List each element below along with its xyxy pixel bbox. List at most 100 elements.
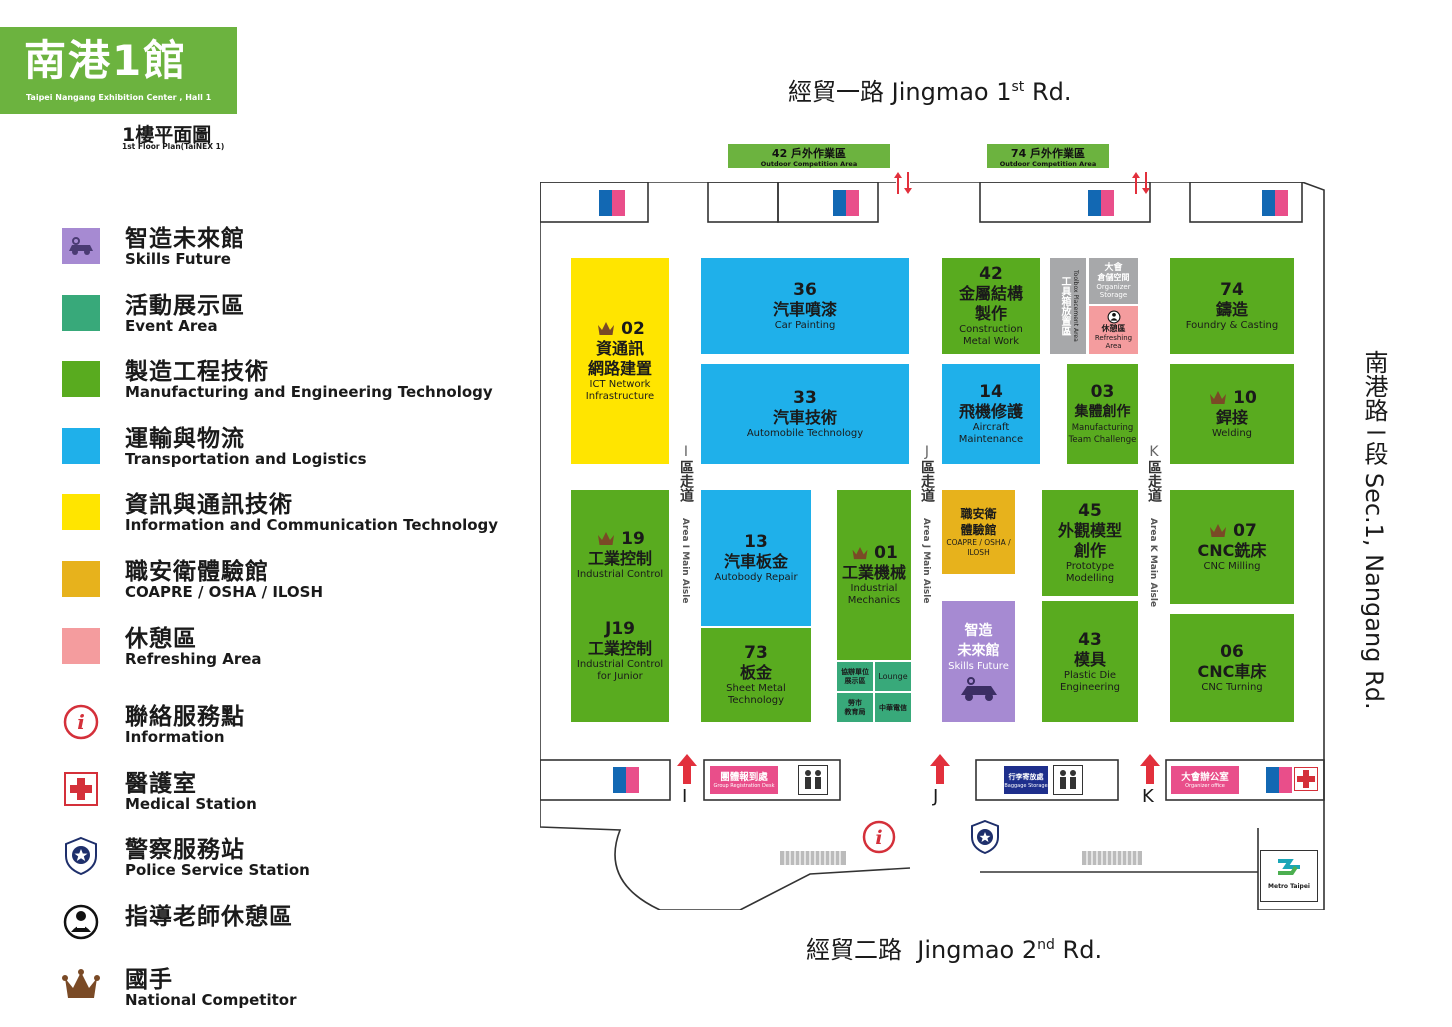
police-badge-icon[interactable] (970, 820, 1000, 854)
legend-transportation: 運輸與物流 Transportation and Logistics (62, 425, 502, 475)
booth-number: 73 (744, 643, 768, 663)
skills-future-icon (62, 228, 100, 264)
road-top-zh: 經貿一路 (788, 78, 884, 106)
booth-number: 01 (874, 543, 898, 563)
booth-43-plastic-die-engineering[interactable]: 43 模具 Plastic Die Engineering (1042, 601, 1138, 722)
legend-label-zh: 資訊與通訊技術 (125, 492, 293, 518)
legend-manufacturing: 製造工程技術 Manufacturing and Engineering Tec… (62, 358, 502, 408)
booth-number: 43 (1078, 629, 1102, 650)
aisle-zh: 區走道 (1146, 460, 1162, 502)
info-icon[interactable]: i (862, 820, 896, 854)
toolbox-placement-area[interactable]: 工具箱放置區 Toolbox Placement Area (1050, 258, 1086, 354)
booth-13-autobody-repair[interactable]: 13 汽車板金 Autobody Repair (701, 490, 811, 626)
aisle-k-label: K 區走道 (1144, 444, 1164, 502)
booth-45-prototype-modelling[interactable]: 45 外觀模型 創作 Prototype Modelling (1042, 490, 1138, 596)
legend-label-en: Transportation and Logistics (125, 450, 367, 468)
legend-information: i 聯絡服務點 Information (62, 703, 502, 753)
booth-coapre-osha-ilosh[interactable]: 職安衛 體驗館 COAPRE / OSHA / ILOSH (942, 490, 1015, 574)
booth-06-cnc-turning[interactable]: 06 CNC車床 CNC Turning (1170, 614, 1294, 722)
booth-name-en: Modelling (1065, 573, 1115, 584)
group-registration-desk[interactable]: 團體報到處 Group Registration Desk (710, 766, 778, 794)
outdoor-area-74[interactable]: 74 戶外作業區 Outdoor Competition Area (987, 144, 1109, 168)
booth-name-en: Industrial Control (576, 568, 664, 580)
booth-number: J19 (605, 619, 635, 640)
info-icon: i (63, 704, 99, 740)
booth-name-zh: 未來館 (957, 642, 1000, 659)
booth-name-zh: 製作 (974, 304, 1007, 323)
medical-cross-icon (64, 772, 98, 806)
legend-label-en: Medical Station (125, 795, 257, 813)
event-area-partners[interactable]: 協辦單位 展示區 (837, 662, 873, 691)
crown-icon (598, 531, 615, 545)
baggage-storage[interactable]: 行李寄放處 Baggage Storage (1004, 766, 1048, 794)
booth-name-zh: 汽車板金 (723, 552, 788, 571)
legend-label-zh: 聯絡服務點 (125, 704, 245, 730)
entrance-label-i: I (682, 786, 688, 807)
booth-name-zh: 工業控制 (587, 639, 652, 659)
legend-label-en: Police Service Station (125, 861, 310, 879)
booth-name-zh: 外觀模型 (1057, 521, 1122, 540)
legend-label-zh: 國手 (125, 967, 173, 993)
crown-icon (852, 546, 868, 559)
booth-74-foundry-casting[interactable]: 74 鑄造 Foundry & Casting (1170, 258, 1294, 354)
outdoor-area-42[interactable]: 42 戶外作業區 Outdoor Competition Area (728, 144, 890, 168)
floor-map: I J K 團體報到處 Group Registration Desk 行李寄放… (540, 172, 1326, 910)
booth-07-cnc-milling[interactable]: 07 CNC銑床 CNC Milling (1170, 490, 1294, 604)
medical-cross-icon (1294, 767, 1318, 791)
booth-skills-future[interactable]: 智造 未來館 Skills Future (942, 601, 1015, 722)
booth-03-manufacturing-team-challenge[interactable]: 03 集體創作 Manufacturing Team Challenge (1067, 364, 1138, 464)
event-area-swatch (62, 295, 100, 331)
booth-02-ict-network[interactable]: 02 資通訊 網路建置 ICT Network Infrastructure (571, 258, 669, 464)
restroom-icon (1262, 190, 1288, 216)
legend-event-area: 活動展示區 Event Area (62, 292, 502, 342)
booth-number: 33 (793, 388, 817, 408)
booth-j19-block: J19 工業控制 Industrial Control for Junior (577, 619, 663, 683)
booth-name-en: Foundry & Casting (1185, 320, 1279, 331)
booth-name-en: Prototype (1065, 561, 1115, 572)
legend-label-zh: 智造未來館 (125, 226, 245, 252)
aisle-zh: 區走道 (919, 460, 935, 502)
event-area-lounge[interactable]: Lounge (875, 662, 911, 691)
metro-station[interactable]: Metro Taipei (1260, 850, 1318, 902)
hall-subtitle: Taipei Nangang Exhibition Center , Hall … (26, 93, 212, 102)
aisle-i-label: I 區走道 (676, 444, 696, 502)
event-zh: 中華電信 (879, 703, 907, 712)
booth-10-welding[interactable]: 10 銲接 Welding (1170, 364, 1294, 464)
floor-outline (540, 182, 1325, 910)
event-en: Lounge (878, 672, 908, 681)
booth-name-en: Autobody Repair (714, 572, 798, 583)
group-desk-zh: 團體報到處 (720, 771, 768, 783)
police-badge-icon (65, 836, 97, 876)
legend-label-zh: 休憩區 (125, 626, 197, 652)
booth-name-en: CNC Milling (1203, 561, 1261, 572)
event-area-education[interactable]: 勞市 教育局 (837, 693, 873, 722)
booth-name-en: Engineering (1060, 681, 1120, 693)
hall-title: 南港1館 (24, 36, 188, 85)
booth-name-en: Mechanics (847, 595, 901, 606)
booth-33-automobile-technology[interactable]: 33 汽車技術 Automobile Technology (701, 364, 909, 464)
booth-number: 06 (1220, 642, 1244, 662)
road-nangang: 南港路ㄧ段 Sec.1, Nangang Rd. (1360, 350, 1388, 710)
road-top-suffix: Rd. (1031, 78, 1072, 106)
booth-14-aircraft-maintenance[interactable]: 14 飛機修護 Aircraft Maintenance (942, 364, 1040, 464)
booth-number: 74 (1220, 280, 1244, 300)
booth-73-sheet-metal[interactable]: 73 板金 Sheet Metal Technology (701, 628, 811, 722)
organizer-storage[interactable]: 大會 倉儲空間 Organizer Storage (1089, 258, 1138, 304)
booth-name-zh: 職安衛 (960, 507, 997, 521)
teacher-refreshing-area[interactable]: 休憩區 Refreshing Area (1089, 306, 1138, 354)
booth-number-row: 19 (577, 529, 663, 549)
event-area-chunghwa[interactable]: 中華電信 (875, 693, 911, 722)
booth-name-en: for Junior (597, 671, 643, 683)
booth-name-en: ICT Network (589, 379, 651, 390)
booth-name-en: Manufacturing (1071, 423, 1134, 433)
booth-01-industrial-mechanics[interactable]: 01 工業機械 Industrial Mechanics (837, 490, 911, 660)
event-zh: 勞市 (848, 698, 862, 707)
road-bottom-sup: nd (1037, 937, 1055, 953)
booth-19-industrial-control[interactable]: 19 工業控制 Industrial Control J19 工業控制 Indu… (571, 490, 669, 722)
road-top-en: Jingmao 1 (891, 78, 1012, 106)
booth-36-car-painting[interactable]: 36 汽車噴漆 Car Painting (701, 258, 909, 354)
legend-label-zh: 職安衛體驗館 (125, 559, 269, 585)
organizer-office[interactable]: 大會辦公室 Organizer office (1171, 766, 1239, 794)
booth-number-row: 02 (595, 319, 645, 339)
booth-42-construction-metal-work[interactable]: 42 金屬結構 製作 Construction Metal Work (942, 258, 1040, 354)
